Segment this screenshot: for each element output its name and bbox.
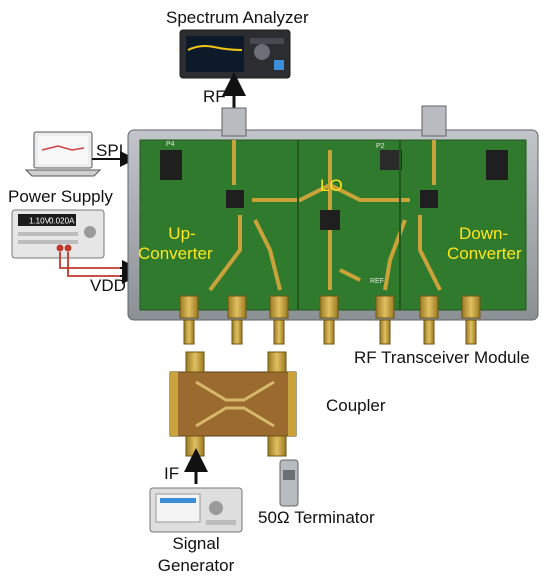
- power-supply-device: [11, 209, 105, 259]
- supply-current-readout: 0.020A: [49, 217, 75, 226]
- coupler-device: [169, 351, 297, 457]
- rf-transceiver-module: [127, 105, 539, 345]
- terminator-device: [279, 459, 299, 507]
- signal-generator-device: [149, 487, 243, 533]
- rf-label: RF: [203, 87, 226, 106]
- spectrum-analyzer-label: Spectrum Analyzer: [166, 8, 309, 27]
- signal-generator-label-line2: Generator: [157, 556, 235, 575]
- laptop-icon: [24, 131, 102, 177]
- down-converter-label-line1: Down-: [459, 224, 509, 243]
- pcb-label-ref: REF: [370, 278, 384, 285]
- spectrum-analyzer-device: [179, 29, 291, 79]
- up-converter-label-line2: Converter: [138, 244, 213, 263]
- vdd-label: VDD: [90, 276, 126, 295]
- pcb-label-p4: P4: [166, 141, 175, 148]
- if-label: IF: [164, 464, 180, 483]
- coupler-label: Coupler: [326, 396, 386, 415]
- pcb-label-p2: P2: [376, 143, 385, 150]
- signal-generator-label-line1: Signal: [172, 534, 220, 553]
- supply-voltage-readout: 1.10V: [29, 217, 51, 226]
- lo-label: LO: [320, 176, 343, 195]
- rf-transceiver-module-label: RF Transceiver Module: [354, 348, 530, 367]
- power-supply-label: Power Supply: [8, 187, 113, 206]
- terminator-label: 50Ω Terminator: [258, 508, 375, 527]
- down-converter-label-line2: Converter: [447, 244, 522, 263]
- spi-label: SPI: [96, 141, 124, 160]
- vdd-wires: [59, 252, 120, 277]
- up-converter-label-line1: Up-: [168, 224, 196, 243]
